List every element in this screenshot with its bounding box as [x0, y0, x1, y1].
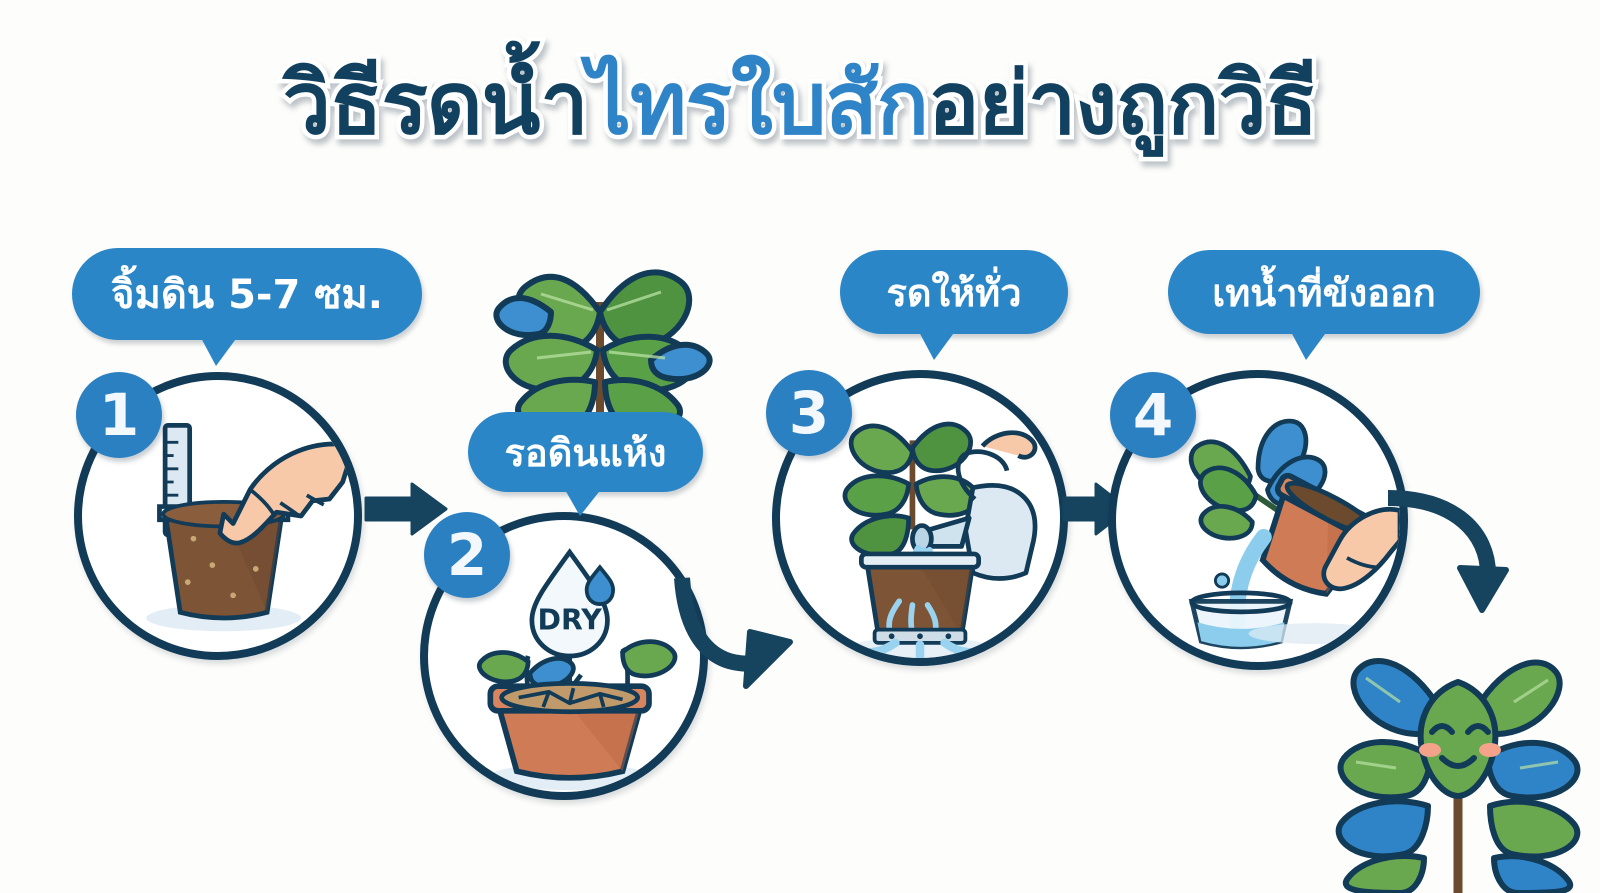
step-4-number-badge: 4 [1110, 372, 1196, 458]
step-4-illustration-circle [1108, 370, 1408, 670]
step-1-number-badge: 1 [76, 372, 162, 458]
mascot-blush [1419, 743, 1501, 757]
step-4-label-text: เทน้ำที่ขังออก [1212, 270, 1436, 315]
cracked-soil [518, 687, 624, 708]
arrow-step2-to-step3 [674, 577, 793, 689]
mascot-face [1429, 723, 1491, 769]
step-3-label-bubble: รดให้ทั่ว [840, 250, 1068, 360]
page-title: วิธีรดน้ำไทรใบสักอย่างถูกวิธี [0, 53, 1600, 155]
hand-icon [217, 441, 354, 546]
drainage-arrows [862, 638, 978, 658]
bubble-tail [1290, 330, 1328, 360]
step-3-label-text: รดให้ทั่ว [886, 270, 1022, 315]
step-1-label-text: จิ้มดิน 5-7 ซม. [111, 272, 383, 318]
bubble-tail [200, 336, 238, 366]
bubble-tail [918, 330, 956, 360]
step-1-illustration-circle [74, 372, 362, 660]
step-4-label-bubble: เทน้ำที่ขังออก [1168, 250, 1480, 360]
seedling-leaves [477, 639, 678, 706]
arrow-step4-to-mascot [1387, 490, 1509, 613]
dry-label: DRY [538, 604, 603, 637]
arrow-step1-to-step2 [364, 482, 448, 536]
step-2-number-badge: 2 [424, 512, 510, 598]
step-2-label-text: รอดินแห้ง [504, 430, 667, 475]
happy-plant-mascot [1335, 658, 1581, 893]
step-2-label-bubble: รอดินแห้ง [468, 412, 703, 516]
title-part-highlight: ไทรใบสัก [583, 53, 933, 155]
fiddle-leaf-plant [842, 421, 981, 558]
title-part-1: วิธีรดน้ำ [278, 53, 593, 155]
bubble-tail [564, 488, 602, 516]
step-3-illustration-circle [772, 370, 1068, 666]
hand-icon [1321, 507, 1400, 592]
step-1-label-bubble: จิ้มดิน 5-7 ซม. [72, 248, 422, 366]
title-part-3: อย่างถูกวิธี [923, 53, 1322, 155]
fiddle-leaf-fig-plant-illustration [493, 269, 713, 434]
step-3-number-badge: 3 [766, 370, 852, 456]
